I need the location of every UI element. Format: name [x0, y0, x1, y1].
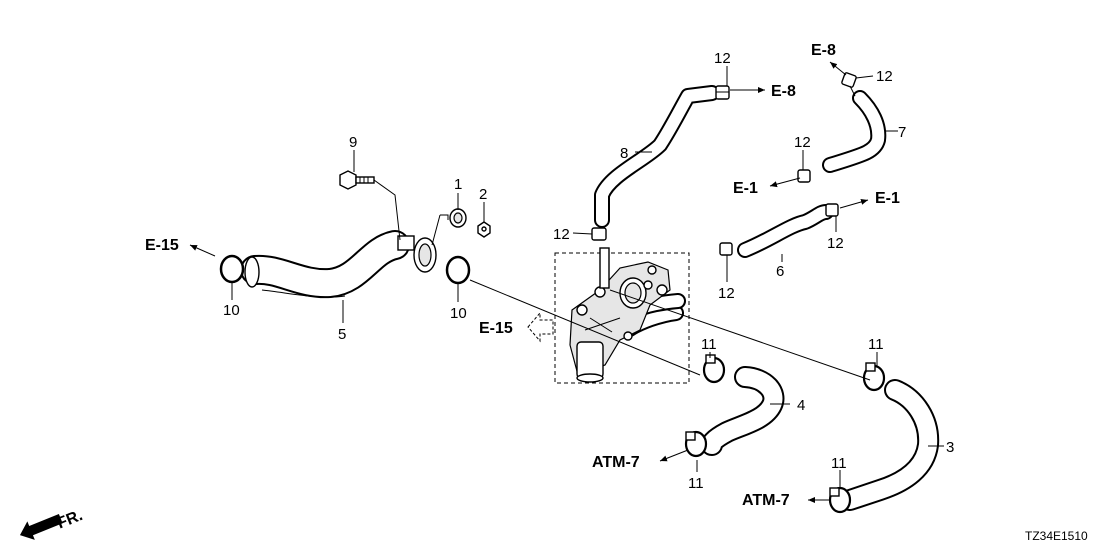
part-number-label: 10 [450, 305, 467, 322]
grommet-1[interactable] [449, 208, 467, 228]
hose-6[interactable] [737, 204, 834, 258]
o-ring-10-left[interactable] [219, 254, 245, 284]
part-number-label: 10 [223, 302, 240, 319]
hose-8[interactable] [594, 85, 720, 228]
clip-12-top-right[interactable] [841, 72, 857, 97]
diagram-code: TZ34E1510 [1025, 529, 1088, 543]
clip-12-left[interactable] [719, 242, 733, 256]
reference-arrows [189, 61, 869, 503]
part-number-label: 2 [479, 186, 487, 203]
hose-5[interactable] [240, 230, 410, 299]
part-number-label: 11 [831, 455, 847, 472]
part-number-label: 11 [701, 336, 717, 353]
reference-label-atm7[interactable]: ATM-7 [592, 454, 640, 471]
hose-3[interactable] [839, 379, 940, 511]
part-number-label: 12 [876, 68, 893, 85]
reference-label-e8[interactable]: E-8 [771, 83, 796, 100]
part-number-label: 12 [794, 134, 811, 151]
part-number-label: 1 [454, 176, 462, 193]
leader-lines [231, 66, 944, 488]
part-number-label: 12 [718, 285, 735, 302]
front-direction-icon [19, 513, 63, 540]
part-number-label: 3 [946, 439, 954, 456]
part-number-label: 11 [688, 475, 704, 492]
reference-label-e1[interactable]: E-1 [875, 190, 900, 207]
part-number-label: 6 [776, 263, 784, 280]
o-ring-10-right[interactable] [445, 255, 471, 285]
part-number-label: 5 [338, 326, 346, 343]
part-number-label: 12 [553, 226, 570, 243]
assembly-dashed-frame [554, 252, 690, 384]
clip-12-right[interactable] [825, 203, 839, 217]
front-label: FR. [55, 507, 85, 532]
part-number-label: 8 [620, 145, 628, 162]
part-number-label: 11 [868, 336, 884, 353]
part-number-label: 7 [898, 124, 906, 141]
hose-4[interactable] [700, 366, 785, 456]
part-number-label: 12 [827, 235, 844, 252]
hose-clamp-11-c[interactable] [684, 430, 708, 458]
part-number-label: 9 [349, 134, 357, 151]
clip-12-top[interactable] [715, 85, 730, 100]
reference-label-atm7[interactable]: ATM-7 [742, 492, 790, 509]
part-number-label: 4 [797, 397, 805, 414]
reference-label-e15[interactable]: E-15 [145, 237, 179, 254]
clip-12-mid[interactable] [797, 169, 811, 183]
hose-clamp-11-d[interactable] [828, 486, 852, 514]
hose-clamp-11-a[interactable] [702, 354, 726, 384]
reference-label-e1[interactable]: E-1 [733, 180, 758, 197]
water-outlet-housing[interactable] [569, 247, 671, 383]
hose-7[interactable] [822, 90, 887, 173]
hose-clamp-11-b[interactable] [862, 362, 886, 392]
clip-12-housing[interactable] [591, 227, 607, 241]
reference-label-e8[interactable]: E-8 [811, 42, 836, 59]
reference-label-e15[interactable]: E-15 [479, 320, 513, 337]
bolt-9[interactable] [339, 170, 375, 190]
nut-2[interactable] [477, 221, 491, 238]
water-pipe-fitting[interactable] [397, 235, 437, 273]
part-number-label: 12 [714, 50, 731, 67]
